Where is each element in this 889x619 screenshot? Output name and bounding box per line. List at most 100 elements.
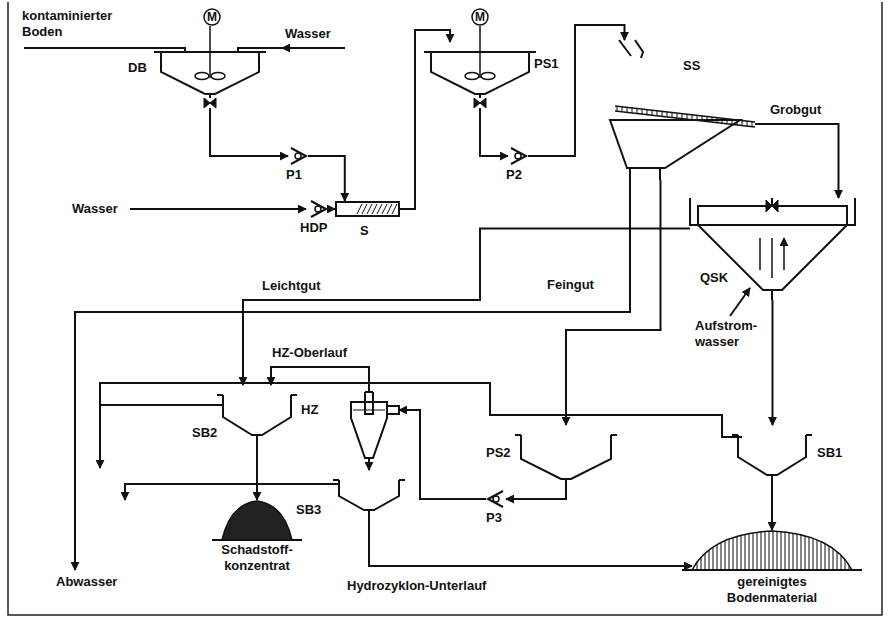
mixer-element	[357, 204, 397, 214]
valve-symbol	[204, 98, 216, 108]
equipment-label: HZ	[301, 402, 318, 418]
light-fraction-line	[75, 180, 630, 570]
pump-sump-tank: PS2	[520, 425, 612, 487]
frame	[8, 2, 882, 615]
flow-line	[400, 30, 450, 209]
flow-line	[308, 156, 345, 201]
outlet-pipe	[256, 435, 258, 443]
equipment-label: gereinigtes Bodenmaterial	[702, 574, 842, 606]
equipment-label: Schadstoff- konzentrat	[207, 542, 307, 574]
flow-line	[256, 443, 258, 500]
pump-chevron	[488, 491, 503, 507]
water-inlet	[130, 208, 306, 210]
pollutant-pile: Schadstoff- konzentrat	[222, 500, 292, 540]
equipment-label: SB1	[817, 445, 842, 461]
pump-hub	[493, 496, 499, 502]
pump-symbol-outline	[486, 490, 506, 508]
agitator-blade	[465, 73, 479, 80]
equipment-label: S	[360, 223, 369, 239]
outlet-pipe	[565, 479, 567, 487]
settling-basin: SB2	[222, 385, 292, 443]
mixer-tube: S	[335, 201, 400, 217]
mixer-body	[336, 202, 399, 216]
flow-label: Leichtgut	[262, 278, 321, 294]
settling-basin: SB3	[338, 470, 400, 518]
settling-basin-outline	[222, 385, 292, 443]
screen-hopper	[610, 120, 740, 168]
equipment-label: QSK	[700, 270, 728, 286]
flow-line	[528, 25, 625, 156]
equipment-label: SB2	[192, 425, 217, 441]
vessel-wall	[521, 435, 611, 479]
vessel-rim	[515, 434, 617, 436]
pump-symbol: HDP	[308, 200, 328, 218]
pump-symbol: P1	[288, 147, 308, 165]
screen-separator-outline	[605, 40, 755, 180]
valve-symbol	[766, 200, 778, 212]
pipe-lines	[8, 2, 882, 615]
agitator-shaft	[479, 26, 481, 78]
equipment-label: SS	[683, 58, 700, 74]
flow-label: Hydrozyklon-Unterlauf	[345, 578, 488, 594]
material-pile	[692, 531, 852, 570]
vessel-wall	[738, 435, 806, 475]
equipment-label: P2	[506, 167, 522, 183]
upflow-arrow	[760, 238, 784, 278]
outlet-pipe	[368, 510, 370, 518]
outlet-pipe	[209, 94, 211, 120]
vessel-wall	[339, 480, 399, 510]
flow-line	[506, 487, 566, 499]
agitator-blade	[211, 73, 225, 80]
flow-line	[271, 367, 369, 392]
classifier-cone	[698, 225, 847, 290]
agitator-blade	[195, 73, 209, 80]
inlet-stub	[387, 406, 399, 414]
pump-symbol-outline	[288, 147, 308, 165]
outlet-pipe	[479, 94, 481, 120]
clean-soil-pile: gereinigtes Bodenmaterial	[692, 530, 852, 570]
pump-symbol-outline	[508, 147, 528, 165]
screen-mesh	[617, 106, 752, 126]
equipment-label: P3	[486, 510, 502, 526]
flow-label: Feingut	[545, 277, 596, 293]
flow-label: kontaminierter Boden	[22, 8, 132, 40]
upflow-water-inlet	[730, 288, 750, 316]
pump-sump-tank-outline	[430, 42, 530, 120]
flow-label: Wasser	[285, 26, 331, 42]
vessel-rim	[217, 394, 297, 396]
equipment-label: P1	[286, 167, 302, 183]
pump-hub	[295, 153, 301, 159]
dispersion-tank-outline	[160, 42, 260, 120]
flow-line	[771, 483, 773, 530]
flow-line	[399, 410, 486, 499]
equipment-label: PS2	[486, 445, 511, 461]
pump-hub	[515, 153, 521, 159]
equipment-label: M	[471, 8, 489, 26]
flow-label: Aufstrom- wasser	[695, 318, 775, 350]
flow-line	[480, 120, 508, 156]
flow-line	[328, 208, 335, 210]
vessel-rim	[333, 479, 405, 481]
flow-label: Abwasser	[56, 574, 117, 590]
hydrocyclone-outline	[339, 392, 399, 464]
agitator-shaft	[209, 26, 211, 78]
dispersion-tank: DB	[160, 42, 260, 120]
upflow-classifier: QSK	[690, 198, 855, 300]
valve-symbol	[474, 98, 486, 108]
pump-sump-tank-outline	[520, 425, 612, 487]
material-pile	[222, 501, 292, 540]
agitator-blade	[481, 73, 495, 80]
motor-circle	[204, 9, 220, 25]
feed-chute	[619, 40, 643, 58]
equipment-label: PS1	[534, 56, 559, 72]
flow-line	[368, 464, 370, 470]
equipment-label: DB	[128, 60, 147, 76]
motor-circle: M	[471, 8, 489, 26]
screen-separator: SS	[605, 40, 755, 180]
pump-chevron	[291, 148, 306, 164]
hydrocyclone: HZ	[339, 392, 399, 464]
settling-basin: SB1	[737, 425, 807, 483]
settling-basin-outline	[737, 425, 807, 483]
